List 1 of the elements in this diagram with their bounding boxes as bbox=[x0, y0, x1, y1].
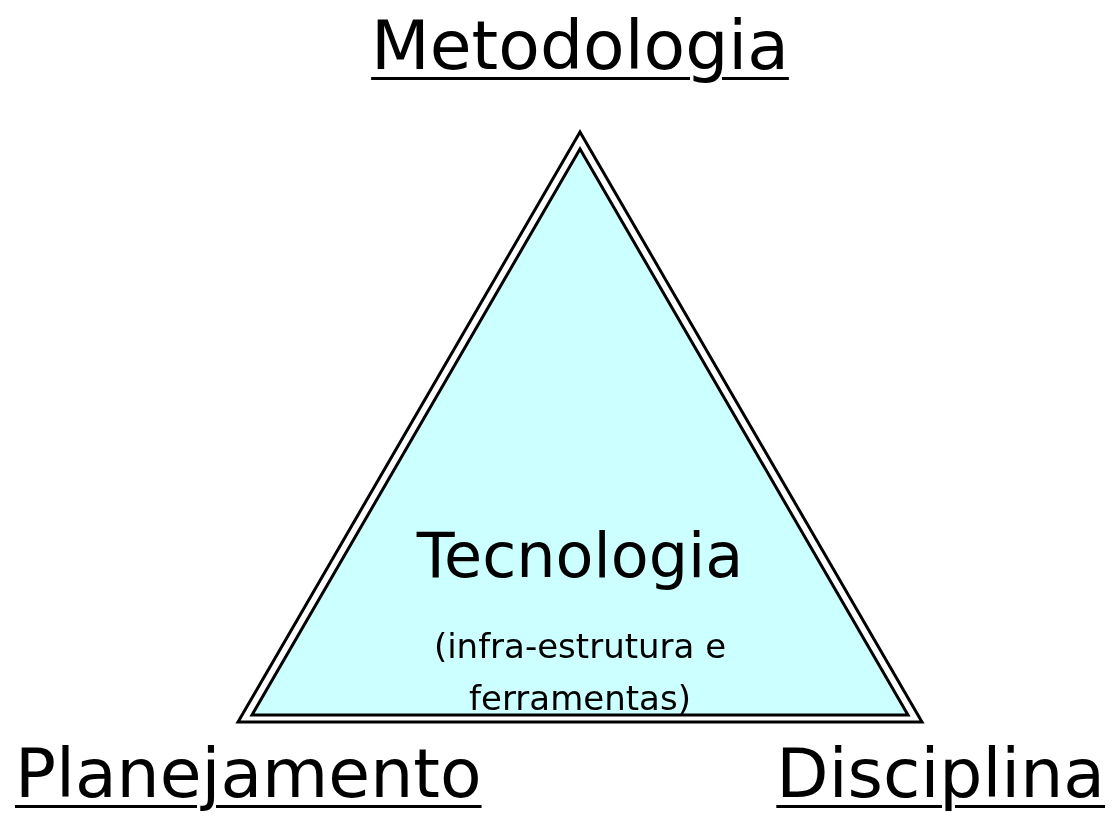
node-subtitle: (infra-estrutura e ferramentas) bbox=[432, 625, 728, 720]
